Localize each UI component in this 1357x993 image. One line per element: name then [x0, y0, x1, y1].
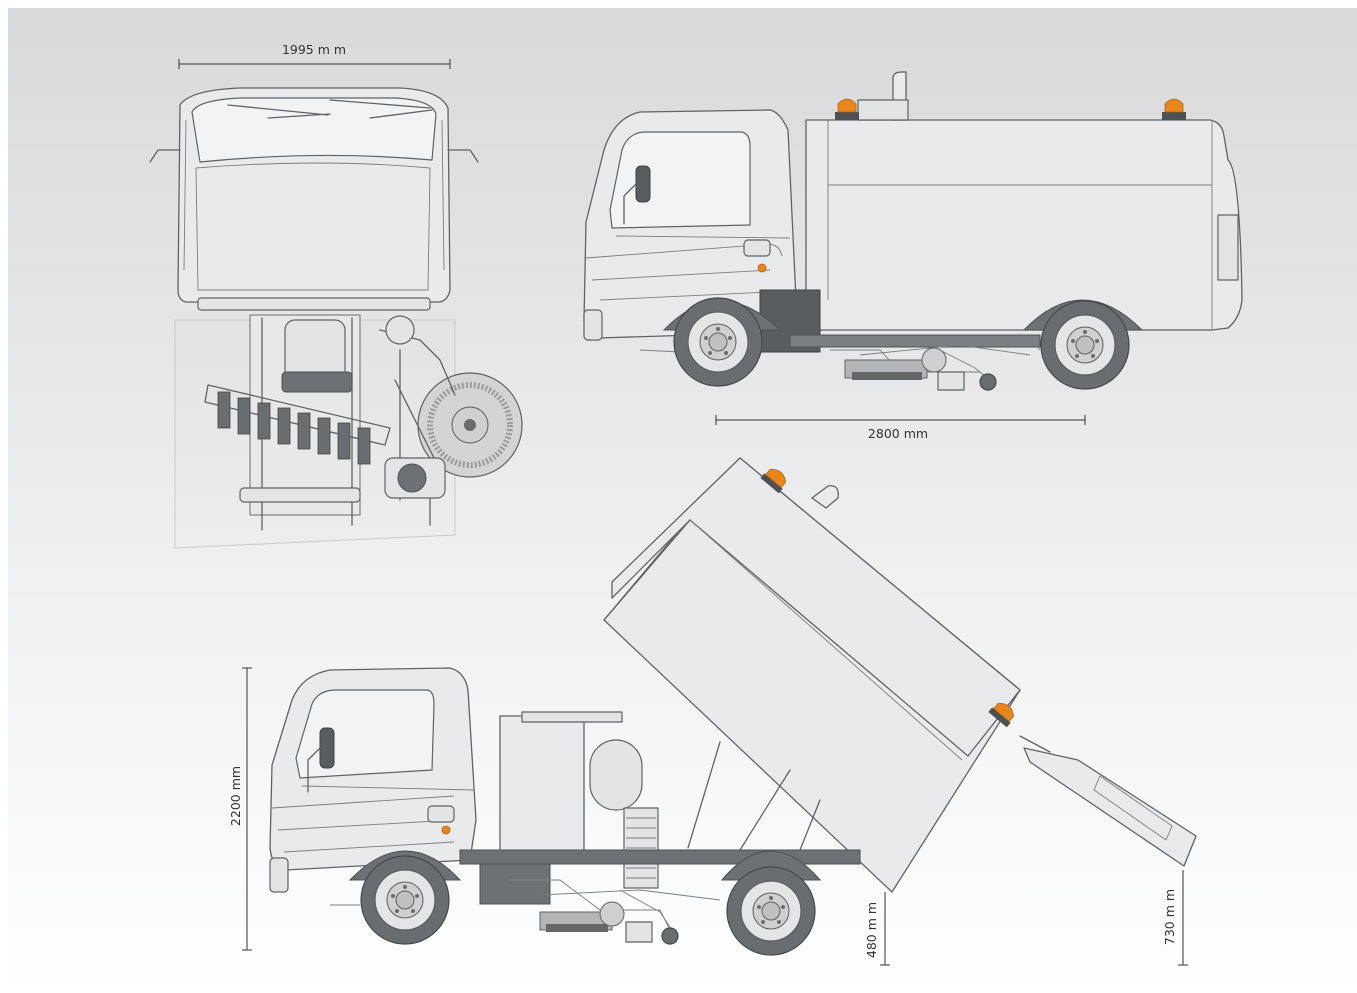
wheelbase-dimension: 2800 mm	[715, 415, 1086, 441]
height-label: 2200 mm	[228, 766, 243, 826]
low-clearance-dimension: 480 m m	[864, 892, 890, 966]
dump-height-dimension: 730 m m	[1162, 870, 1188, 966]
width-dimension: 1995 m m	[178, 42, 451, 69]
height-dimension: 2200 mm	[228, 667, 252, 951]
low-clearance-label: 480 m m	[864, 902, 879, 958]
side-view	[583, 71, 1243, 391]
width-label: 1995 m m	[282, 42, 346, 57]
tipping-view	[269, 457, 1197, 956]
wheelbase-label: 2800 mm	[868, 426, 928, 441]
dump-height-label: 730 m m	[1162, 889, 1177, 945]
front-view	[149, 87, 523, 549]
